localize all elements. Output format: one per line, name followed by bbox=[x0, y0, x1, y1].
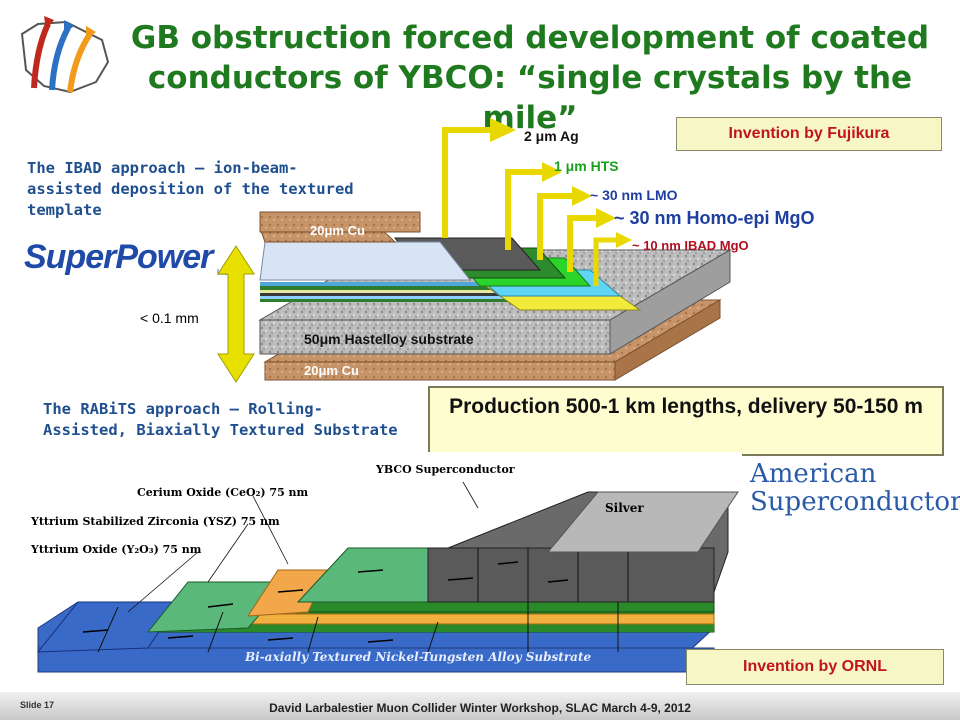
slide-number: Slide 17 bbox=[20, 700, 55, 710]
ornl-badge: Invention by ORNL bbox=[686, 649, 944, 685]
ibad-tape-diagram bbox=[258, 118, 732, 381]
lmo-label: ~ 30 nm LMO bbox=[590, 187, 678, 203]
workshop-logo bbox=[20, 16, 110, 94]
superpower-logo-text: SuperPower bbox=[24, 238, 213, 276]
amsc-logo-line2: Superconductor bbox=[750, 487, 960, 517]
thickness-arrow bbox=[217, 245, 255, 383]
ibad-mgo-label: ~ 10 nm IBAD MgO bbox=[632, 238, 749, 253]
substrate-label: Bi-axially Textured Nickel-Tungsten Allo… bbox=[245, 650, 592, 664]
fujikura-badge: Invention by Fujikura bbox=[676, 117, 942, 151]
ysz-label: Yttrium Stabilized Zirconia (YSZ) 75 nm bbox=[31, 515, 280, 528]
ceo2-label: Cerium Oxide (CeO₂) 75 nm bbox=[137, 486, 309, 499]
ag-label: 2 μm Ag bbox=[524, 128, 579, 144]
rabits-diagram bbox=[8, 452, 742, 678]
ysz-layer bbox=[217, 613, 715, 625]
nickel-tungsten-substrate bbox=[37, 647, 715, 673]
hastelloy-substrate bbox=[259, 319, 611, 355]
superpower-logo: SuperPower Inc. bbox=[24, 238, 230, 277]
thickness-label: < 0.1 mm bbox=[140, 310, 199, 326]
production-box: Production 500-1 km lengths, delivery 50… bbox=[428, 386, 944, 456]
amsc-logo: American Superconductor™ bbox=[750, 460, 960, 516]
cu-top-label: 20μm Cu bbox=[310, 223, 365, 238]
footer-caption: David Larbalestier Muon Collider Winter … bbox=[269, 701, 691, 715]
cu-bottom-label: 20μm Cu bbox=[304, 363, 359, 378]
silver-label: Silver bbox=[605, 501, 644, 515]
rabits-description: The RABiTS approach – Rolling-Assisted, … bbox=[43, 400, 398, 439]
hts-label: 1 μm HTS bbox=[554, 158, 619, 174]
ybco-label: YBCO Superconductor bbox=[376, 463, 515, 476]
homo-mgo-label: ~ 30 nm Homo-epi MgO bbox=[614, 208, 815, 228]
slide-title: GB obstruction forced development of coa… bbox=[130, 20, 930, 136]
amsc-logo-line1: American bbox=[750, 459, 877, 489]
hastelloy-label: 50μm Hastelloy substrate bbox=[304, 331, 474, 347]
footer-bar bbox=[0, 692, 960, 720]
silver-layer bbox=[546, 491, 739, 553]
y2o3-label: Yttrium Oxide (Y₂O₃) 75 nm bbox=[31, 543, 202, 556]
ibad-description: The IBAD approach – ion-beam-assisted de… bbox=[27, 159, 354, 219]
